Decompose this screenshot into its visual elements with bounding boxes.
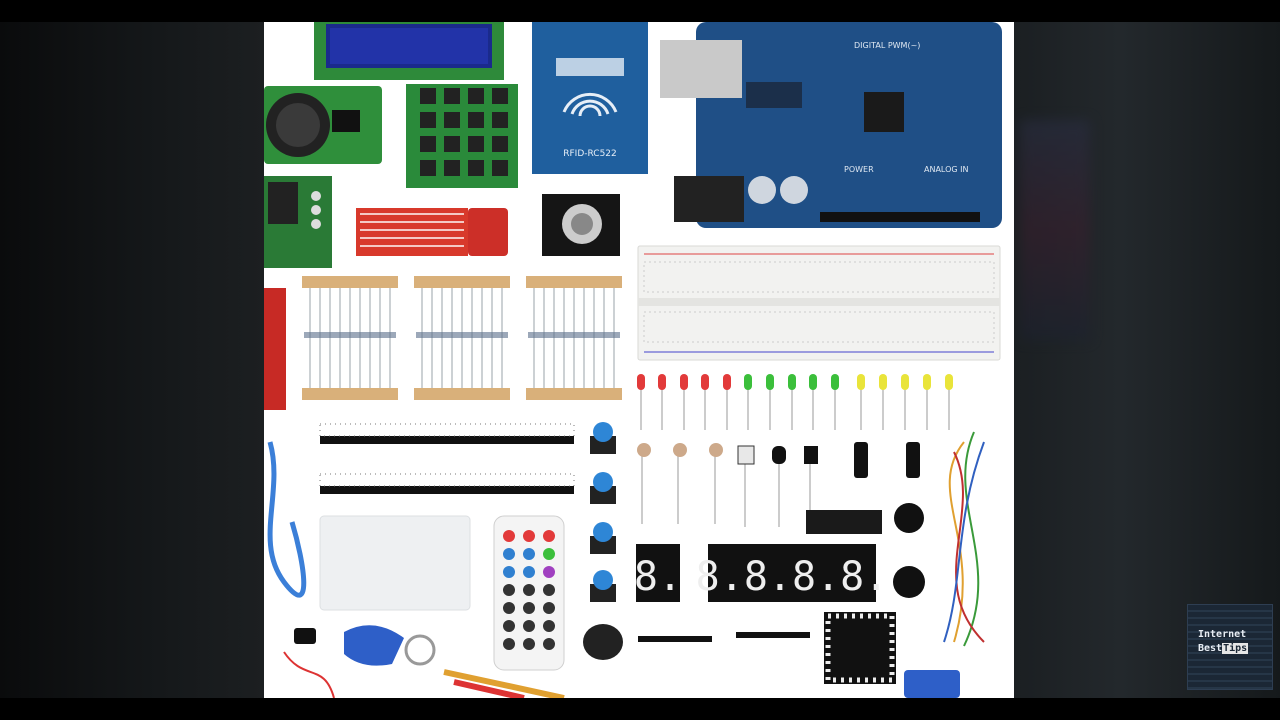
seven-seg-single-text: 8. — [634, 554, 682, 600]
rtc-module — [264, 86, 382, 164]
board-analog-label: ANALOG IN — [924, 165, 969, 174]
watermark-word-best: Best — [1198, 643, 1223, 654]
kit-photo-svg: RFID-RC522 DIGITAL PWM(~) POWER ANALOG I… — [264, 22, 1002, 698]
rfid-module: RFID-RC522 — [532, 22, 648, 174]
board-power-label: POWER — [844, 165, 874, 174]
rfid-keyfob — [344, 625, 436, 666]
sensors-row — [637, 442, 925, 598]
letterbox-bottom — [0, 698, 1280, 720]
background-glow — [1020, 120, 1090, 340]
seven-segment-quad: 8.8.8.8. — [696, 544, 889, 602]
dupont-cables — [443, 669, 565, 698]
breadboard — [637, 245, 1001, 361]
jumper-wires — [943, 431, 985, 647]
resistor-strips — [302, 276, 622, 400]
background-left — [0, 0, 264, 720]
board-digital-label: DIGITAL PWM(~) — [854, 41, 920, 50]
led-matrix — [824, 612, 896, 684]
watermark-word-tips: Tips — [1222, 643, 1249, 654]
ir-remote — [493, 515, 565, 671]
lcd-module — [314, 22, 504, 80]
letterbox-top — [0, 0, 1280, 22]
pin-headers — [319, 423, 575, 494]
push-buttons — [583, 422, 623, 660]
watermark-line-1: Internet — [1198, 629, 1247, 640]
servo-motor — [904, 670, 960, 698]
battery-clip — [283, 628, 335, 698]
usb-cable — [267, 441, 307, 598]
kit-photo: RFID-RC522 DIGITAL PWM(~) POWER ANALOG I… — [264, 22, 1014, 698]
watermark-logo: Internet BestTips — [1187, 604, 1273, 690]
stepper-driver-module — [264, 176, 332, 268]
rfid-card — [319, 515, 471, 611]
led-row — [637, 374, 953, 430]
seven-segment-single: 8. — [634, 544, 682, 602]
rfid-label: RFID-RC522 — [563, 149, 617, 159]
sound-sensor-module — [264, 288, 286, 410]
seven-seg-quad-text: 8.8.8.8. — [696, 554, 889, 600]
water-sensor — [356, 208, 508, 256]
arduino-board: DIGITAL PWM(~) POWER ANALOG IN — [660, 22, 1002, 228]
keypad-module — [406, 84, 518, 188]
short-pin-headers — [638, 632, 810, 642]
joystick-module — [542, 194, 620, 256]
watermark-line-2: BestTips — [1198, 643, 1249, 654]
